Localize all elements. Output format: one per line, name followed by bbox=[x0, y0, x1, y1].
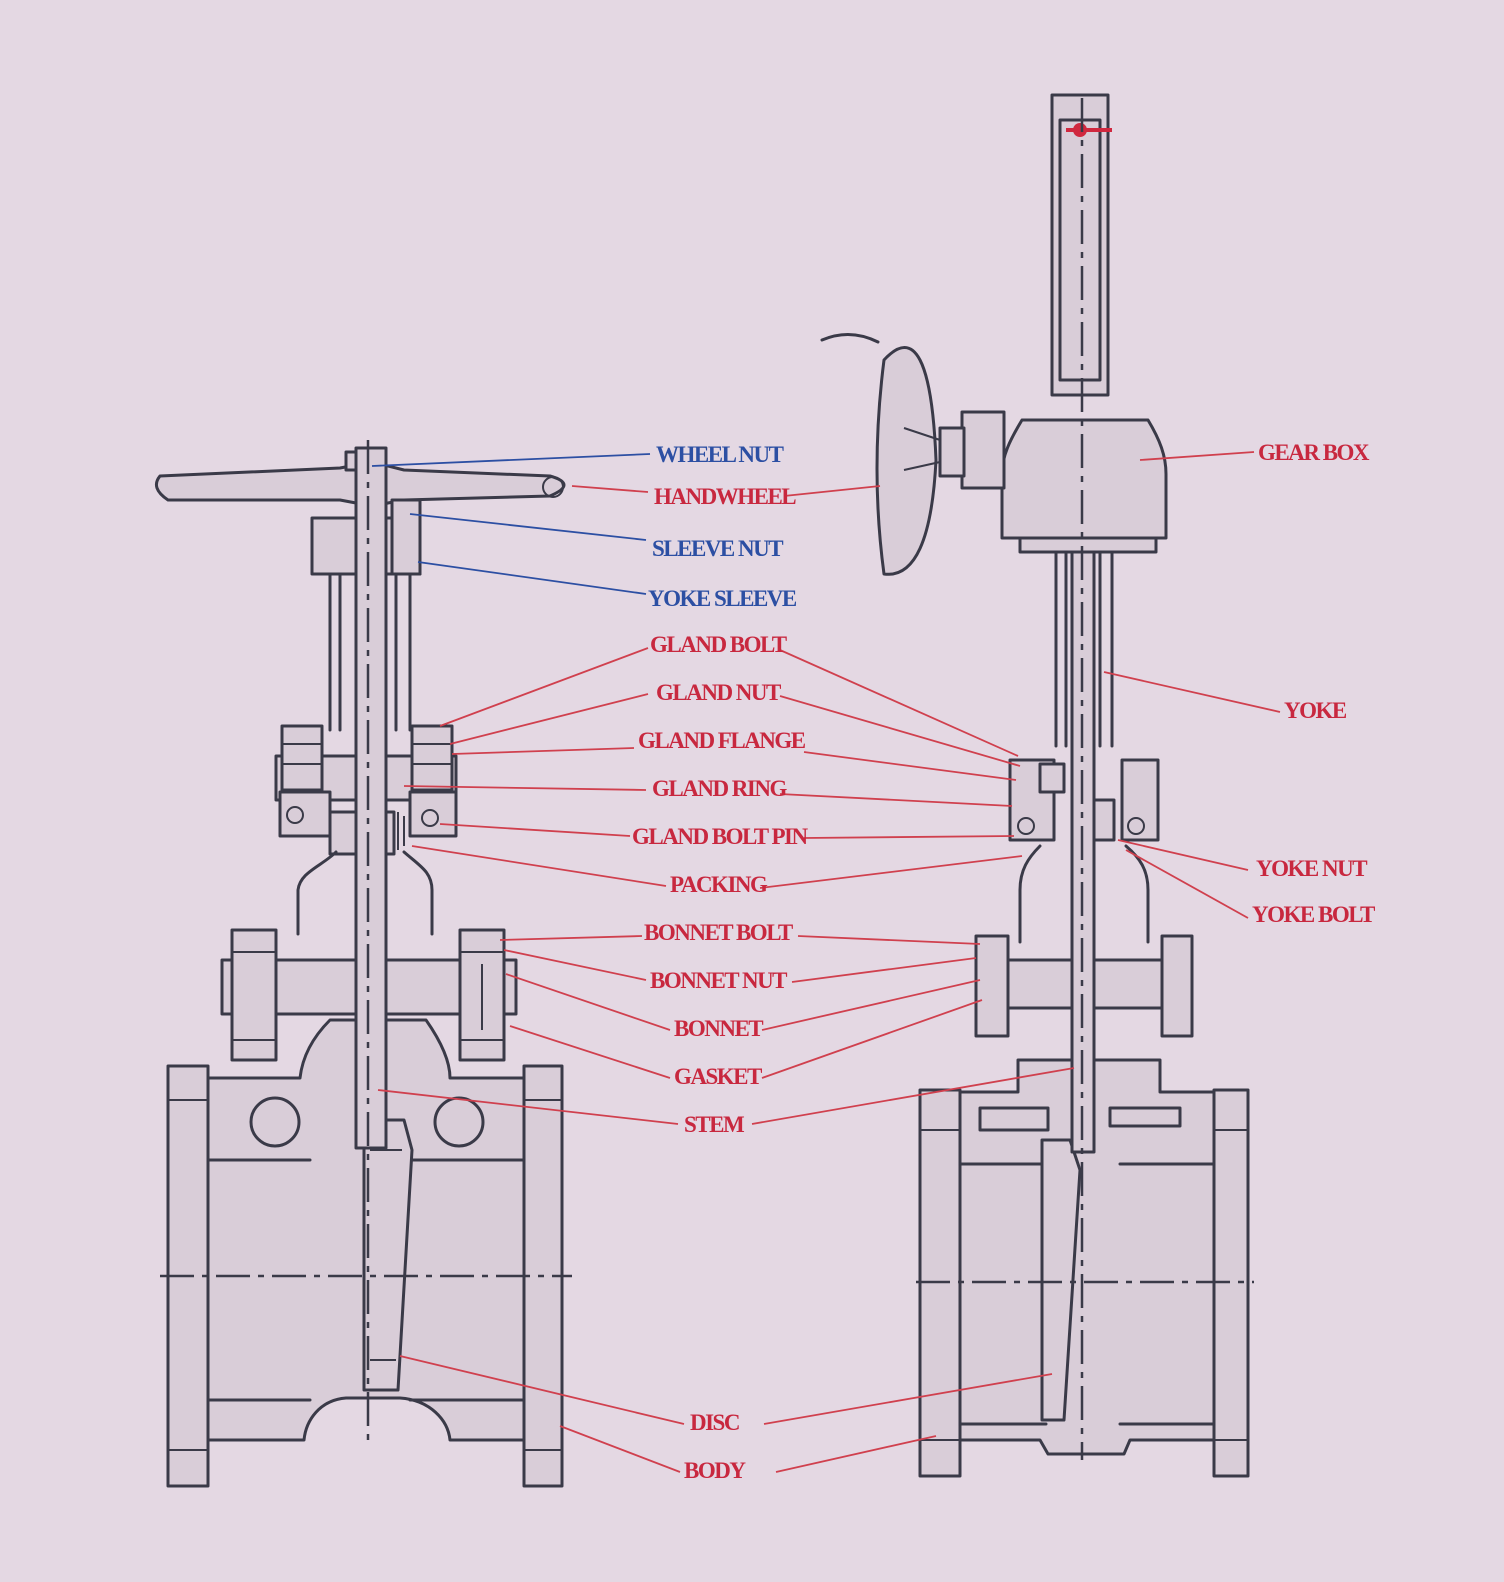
label-wheel-nut: WHEEL NUT bbox=[656, 442, 784, 467]
label-bonnet: BONNET bbox=[674, 1016, 763, 1041]
label-gear-box: GEAR BOX bbox=[1258, 440, 1370, 465]
left-valve-drawing bbox=[154, 440, 572, 1488]
right-valve-drawing bbox=[820, 93, 1254, 1478]
label-handwheel: HANDWHEEL bbox=[654, 484, 796, 509]
label-yoke: YOKE bbox=[1284, 698, 1347, 723]
label-gland-bolt-pin: GLAND BOLT PIN bbox=[632, 824, 808, 849]
part-labels: WHEEL NUT HANDWHEEL SLEEVE NUT YOKE SLEE… bbox=[632, 440, 1376, 1483]
label-gland-ring: GLAND RING bbox=[652, 776, 787, 801]
label-bonnet-bolt: BONNET BOLT bbox=[644, 920, 793, 945]
label-gland-flange: GLAND FLANGE bbox=[638, 728, 806, 753]
label-packing: PACKING bbox=[670, 872, 768, 897]
label-yoke-bolt: YOKE BOLT bbox=[1252, 902, 1375, 927]
leader-lines bbox=[371, 451, 1281, 1473]
label-stem: STEM bbox=[684, 1112, 745, 1137]
label-yoke-nut: YOKE NUT bbox=[1256, 856, 1367, 881]
label-body: BODY bbox=[684, 1458, 746, 1483]
label-sleeve-nut: SLEEVE NUT bbox=[652, 536, 783, 561]
label-gasket: GASKET bbox=[674, 1064, 762, 1089]
label-gland-bolt: GLAND BOLT bbox=[650, 632, 787, 657]
label-disc: DISC bbox=[690, 1410, 739, 1435]
label-gland-nut: GLAND NUT bbox=[656, 680, 781, 705]
label-yoke-sleeve: YOKE SLEEVE bbox=[648, 586, 797, 611]
label-bonnet-nut: BONNET NUT bbox=[650, 968, 787, 993]
